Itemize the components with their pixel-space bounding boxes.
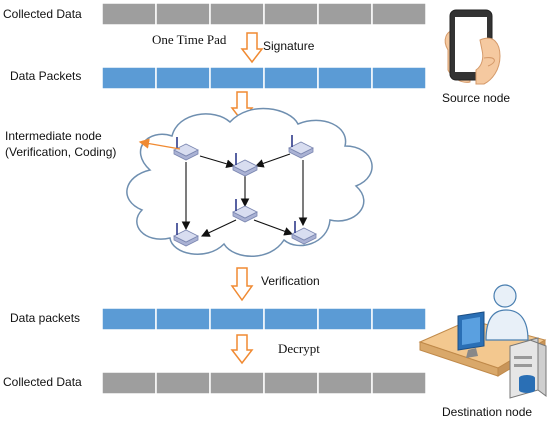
bar-segment	[101, 371, 157, 395]
bar-segment	[155, 2, 211, 26]
signature-label: Signature	[263, 39, 315, 53]
intermediate-node-label: Intermediate node	[5, 129, 102, 143]
bar-segment	[371, 307, 427, 331]
bar-segment	[101, 2, 157, 26]
bar-segment	[317, 307, 373, 331]
source-node-label: Source node	[442, 91, 510, 105]
router-node-icon	[232, 153, 258, 177]
down-arrow-3	[230, 267, 254, 302]
network-cloud	[126, 107, 373, 257]
bar-segment	[209, 66, 265, 90]
bar-segment	[101, 307, 157, 331]
data-packets-bottom-label: Data packets	[10, 311, 80, 325]
bar-segment	[101, 66, 157, 90]
router-node-icon	[291, 221, 317, 245]
smartphone-hand-icon	[444, 9, 501, 85]
router-nodes	[173, 135, 317, 247]
down-arrow-1	[240, 32, 264, 64]
one-time-pad-label: One Time Pad	[152, 32, 227, 47]
data-packets-top-bar	[101, 66, 427, 90]
bar-segment	[317, 66, 373, 90]
decrypt-label: Decrypt	[278, 341, 320, 356]
computer-user-icon	[418, 284, 547, 399]
bar-segment	[209, 371, 265, 395]
bar-segment	[155, 66, 211, 90]
bar-segment	[371, 2, 427, 26]
bar-segment	[209, 2, 265, 26]
data-packets-bottom-bar	[101, 307, 427, 331]
router-node-icon	[173, 223, 199, 247]
bar-segment	[155, 307, 211, 331]
down-arrow-4	[230, 334, 254, 365]
bar-segment	[209, 307, 265, 331]
collected-data-bottom-label: Collected Data	[3, 375, 82, 389]
router-node-icon	[232, 199, 258, 223]
bar-segment	[155, 371, 211, 395]
bar-segment	[371, 371, 427, 395]
router-node-icon	[288, 135, 314, 159]
bar-segment	[317, 371, 373, 395]
collected-data-top-bar	[101, 2, 427, 26]
intermediate-pointer-arrow	[138, 138, 181, 150]
intermediate-node-sublabel: (Verification, Coding)	[5, 145, 116, 159]
bar-segment	[371, 66, 427, 90]
bar-segment	[263, 66, 319, 90]
bar-segment	[317, 2, 373, 26]
bar-segment	[263, 2, 319, 26]
destination-node-label: Destination node	[442, 405, 532, 419]
router-node-icon	[173, 137, 199, 161]
collected-data-bottom-bar	[101, 371, 427, 395]
network-edges	[181, 153, 308, 237]
collected-data-top-label: Collected Data	[3, 7, 82, 21]
verification-label: Verification	[261, 274, 320, 288]
bar-segment	[263, 371, 319, 395]
data-packets-top-label: Data Packets	[10, 69, 81, 83]
bar-segment	[263, 307, 319, 331]
